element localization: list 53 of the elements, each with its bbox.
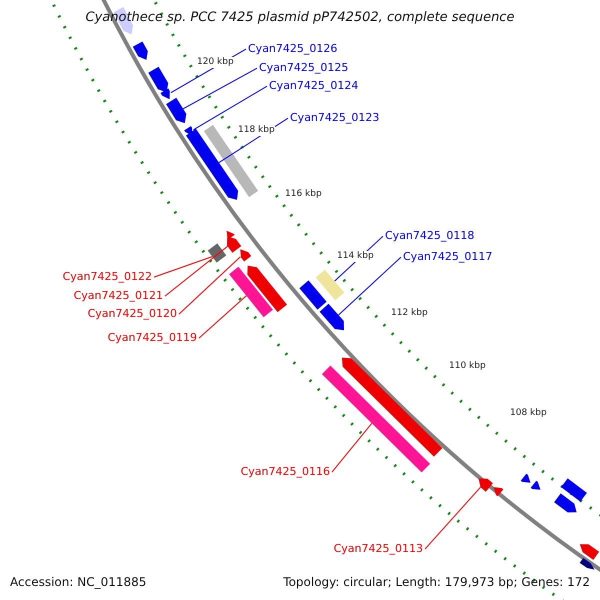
gene-block	[229, 266, 273, 318]
accession-text: Accession: NC_011885	[10, 575, 146, 590]
gene-block	[247, 266, 287, 312]
gene-block	[530, 480, 540, 490]
scale-label: 114 kbp	[337, 251, 374, 262]
gene-label: Cyan7425_0113	[334, 542, 423, 555]
gene-block	[554, 493, 577, 512]
scale-label: 110 kbp	[449, 361, 486, 372]
leader-line	[164, 246, 228, 297]
gene-label: Cyan7425_0120	[88, 307, 177, 320]
leader-line	[424, 486, 481, 550]
leader-line	[178, 256, 241, 315]
scale-label: 116 kbp	[285, 189, 322, 200]
gene-block	[240, 249, 252, 262]
leader-line	[192, 86, 268, 130]
gene-block	[320, 304, 344, 330]
gene-block	[316, 270, 344, 300]
gene-label: Cyan7425_0121	[74, 289, 163, 302]
gene-label: Cyan7425_0125	[259, 61, 348, 74]
gene-block	[561, 478, 587, 502]
scale-label: 108 kbp	[510, 408, 547, 419]
title: Cyanothece sp. PCC 7425 plasmid pP742502, complete sequence	[84, 10, 516, 26]
gene-label: Cyan7425_0124	[269, 79, 358, 92]
gene-label: Cyan7425_0122	[62, 270, 152, 283]
gene-label: Cyan7425_0123	[290, 111, 380, 124]
leader-line	[332, 422, 372, 473]
gene-label: Cyan7425_0119	[108, 331, 197, 344]
scale-label: 112 kbp	[391, 308, 428, 319]
scale-label: 120 kbp	[197, 57, 234, 68]
leader-line	[338, 256, 402, 316]
gene-label: Cyan7425_0118	[385, 229, 474, 242]
gene-block	[166, 98, 186, 124]
leader-line	[182, 68, 258, 110]
gene-block	[342, 358, 442, 457]
gene-block	[148, 66, 168, 92]
scale-label: 118 kbp	[238, 125, 275, 136]
leader-line	[198, 295, 247, 339]
gene-label: Cyan7425_0117	[403, 250, 492, 263]
gene-block	[204, 124, 258, 198]
gene-block	[494, 487, 504, 496]
gene-block	[478, 478, 493, 492]
gene-block	[580, 544, 600, 560]
gene-block	[580, 558, 595, 570]
gene-block	[132, 42, 148, 60]
gene-label: Cyan7425_0126	[248, 42, 338, 55]
leader-line	[154, 256, 213, 278]
gene-block	[160, 88, 170, 100]
gene-block	[520, 474, 530, 483]
summary-text: Topology: circular; Length: 179,973 bp; Genes: 172	[283, 575, 590, 590]
gene-label: Cyan7425_0116	[240, 465, 330, 478]
gene-block	[186, 128, 238, 200]
gene-block	[208, 243, 226, 263]
gene-block	[299, 280, 327, 310]
